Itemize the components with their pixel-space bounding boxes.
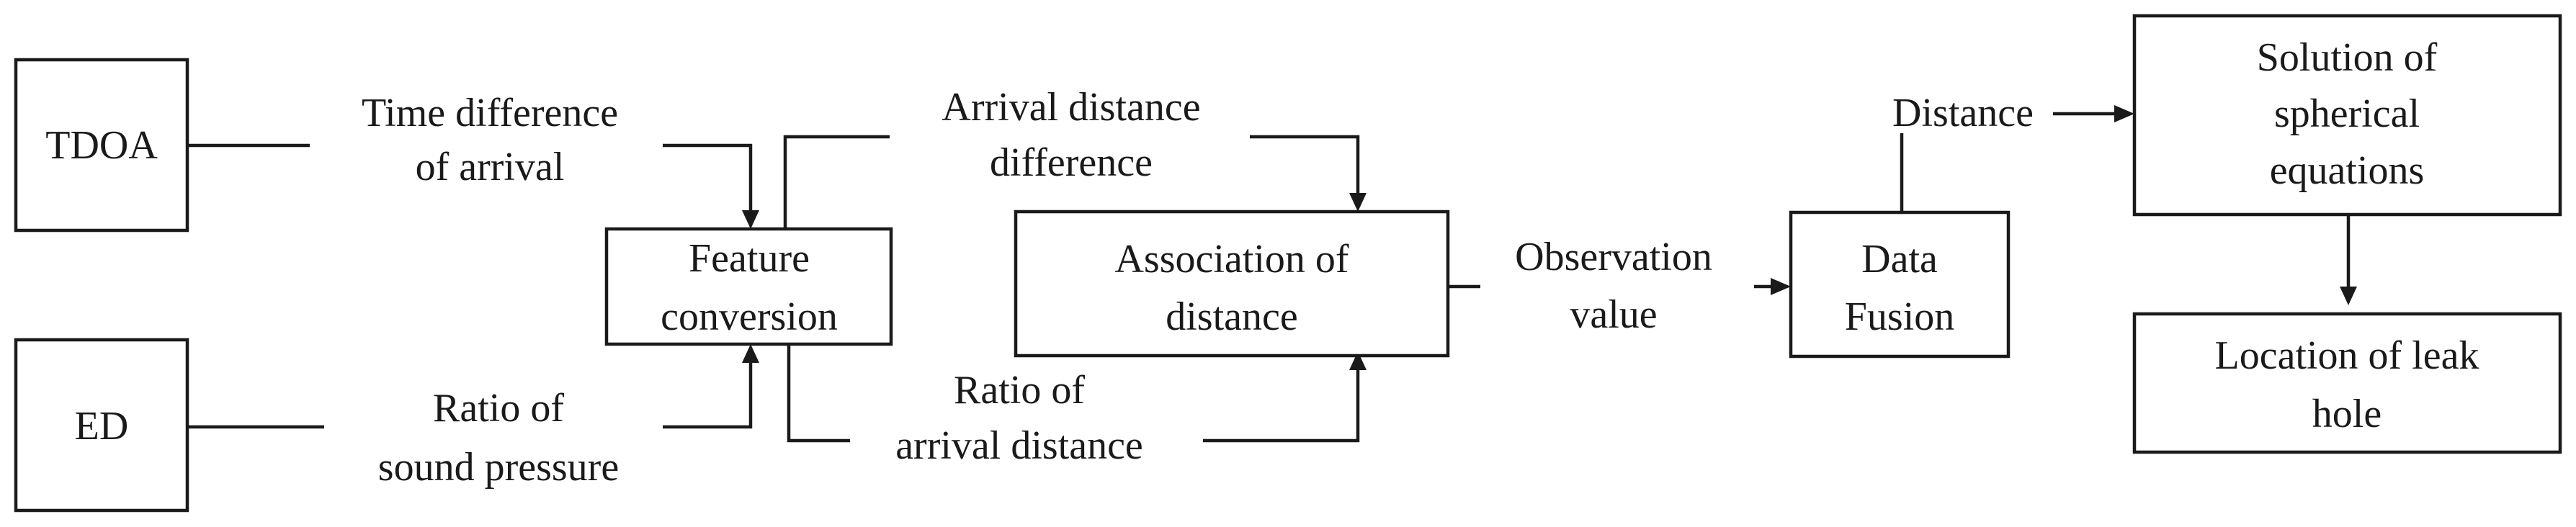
node-label-line: spherical (2274, 91, 2420, 136)
edge-label-line: value (1570, 292, 1657, 337)
label-distance: Distance (1866, 79, 2053, 135)
label-arrival-distance-difference: Arrival distance difference (890, 81, 1250, 189)
node-label-line: Solution of (2257, 35, 2438, 80)
arrowhead (742, 344, 759, 363)
label-ratio-of-arrival-distance: Ratio of arrival distance (850, 364, 1203, 472)
arrowhead (2114, 105, 2134, 122)
edge-label-line: difference (990, 140, 1153, 185)
arrowhead (1771, 278, 1791, 295)
node-feature-conversion: Feature conversion (604, 227, 893, 346)
arrowhead (2340, 287, 2357, 305)
edge-label-line: Time difference (362, 91, 618, 135)
node-label-line: Feature (689, 236, 810, 281)
edge-solution-to-location (2340, 215, 2357, 305)
node-solution-of-spherical-equations: Solution of spherical equations (2132, 14, 2562, 217)
edge-label-line: arrival distance (895, 423, 1143, 468)
node-ed: ED (14, 338, 189, 513)
node-label-line: distance (1166, 294, 1297, 339)
node-label-line: Data (1861, 237, 1938, 281)
node-label-line: hole (2312, 392, 2382, 436)
node-label: ED (75, 404, 129, 449)
node-label-line: conversion (661, 294, 838, 339)
node-tdoa: TDOA (14, 58, 189, 233)
edge-label-line: Ratio of (954, 368, 1085, 413)
node-association-of-distance: Association of distance (1014, 210, 1450, 358)
arrowhead (742, 210, 759, 229)
node-label-line: Association of (1114, 237, 1349, 281)
arrowhead (1349, 351, 1367, 370)
edge-label-line: Ratio of (433, 386, 564, 431)
node-label-line: Location of leak (2215, 333, 2479, 378)
node-data-fusion: Data Fusion (1789, 210, 2011, 359)
arrowhead (1349, 193, 1367, 212)
node-label: TDOA (45, 123, 158, 168)
edge-label-line: Distance (1892, 91, 2034, 135)
edge-label-line: of arrival (416, 145, 565, 189)
label-observation-value: Observation value (1480, 230, 1754, 346)
node-location-of-leak-hole: Location of leak hole (2132, 312, 2562, 454)
edge-label-line: Arrival distance (942, 85, 1200, 130)
node-label-line: equations (2270, 148, 2425, 193)
label-ratio-of-sound-pressure: Ratio of sound pressure (324, 378, 663, 493)
edge-label-line: Observation (1515, 235, 1712, 279)
label-time-difference-of-arrival: Time difference of arrival (310, 88, 663, 196)
node-label-line: Fusion (1845, 294, 1955, 339)
edge-label-line: sound pressure (378, 445, 619, 490)
